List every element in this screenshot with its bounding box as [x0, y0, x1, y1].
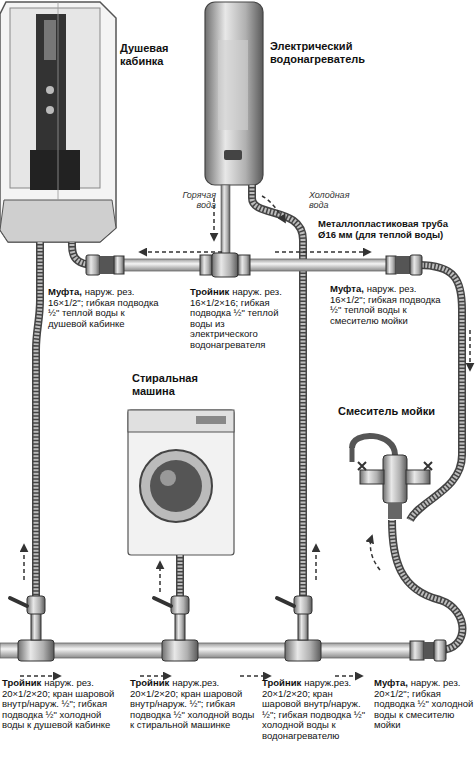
label-text: Электрический водонагреватель: [270, 40, 365, 65]
cold-hose: [252, 185, 303, 596]
callout: Тройникнаруж.рез. 20×1/2×20; кран шарово…: [130, 678, 256, 731]
callout: Горячая вода: [166, 190, 216, 210]
callout: Стиральная машина: [132, 372, 224, 397]
label-text: Холодная вода: [309, 190, 349, 210]
label-text: Муфта,: [374, 677, 408, 688]
label-text: Смеситель мойки: [338, 405, 435, 417]
label-text: Муфта,: [330, 283, 364, 294]
callout: Муфта,наруж. рез. 16×1/2"; гибкая подвод…: [48, 287, 164, 329]
callout: Тройникнаруж.рез. 20×1/2×20; кран шарово…: [262, 678, 372, 741]
callout: Тройникнаруж. рез. 20×1/2×20; кран шаров…: [2, 678, 126, 731]
label-text: Муфта,: [48, 286, 82, 297]
sink-mixer: [352, 436, 432, 519]
hose-braid: [392, 520, 463, 650]
callout: Металлопластиковая труба Ø16 мм (для теп…: [318, 219, 466, 240]
label-text: Тройник: [130, 677, 169, 688]
washing-machine: [128, 410, 234, 555]
cold-fittings: [10, 596, 446, 661]
callout: Электрический водонагреватель: [270, 40, 400, 65]
water-heater: [205, 2, 263, 185]
label-text: Тройник: [262, 677, 301, 688]
callout: Душевая кабинка: [120, 42, 205, 67]
warm-pipe: [110, 259, 400, 271]
wm-hose: [176, 555, 184, 596]
callout: Муфта,наруж. рез. 16×1/2"; гибкая подвод…: [330, 284, 442, 326]
cold-hose-braid: [252, 185, 303, 596]
label-text: Горячая вода: [182, 190, 216, 210]
cold-hose-mixer: [392, 520, 463, 650]
label-text: Тройник: [190, 286, 229, 297]
flow-arrows: [20, 196, 470, 676]
callout: Тройникнаруж. рез. 16×1/2×16; гибкая под…: [190, 287, 292, 350]
label-text: Стиральная машина: [132, 372, 198, 397]
hot-outlet: [221, 185, 230, 257]
hose-braid: [36, 242, 40, 596]
cold-pipe: [0, 643, 420, 658]
callout: Холодная вода: [309, 190, 357, 210]
callout: Смеситель мойки: [338, 405, 456, 418]
label-text: Тройник: [2, 677, 41, 688]
shower-cold-hose: [36, 242, 40, 596]
label-text: Душевая кабинка: [120, 42, 169, 67]
warm-fittings: [86, 253, 422, 277]
label-text: Металлопластиковая труба Ø16 мм (для теп…: [318, 218, 448, 240]
shower-cabin: [0, 2, 116, 242]
callout: Муфта,наруж. рез. 20×1/2"; гибкая подвод…: [374, 678, 474, 731]
hose-braid: [178, 555, 183, 596]
